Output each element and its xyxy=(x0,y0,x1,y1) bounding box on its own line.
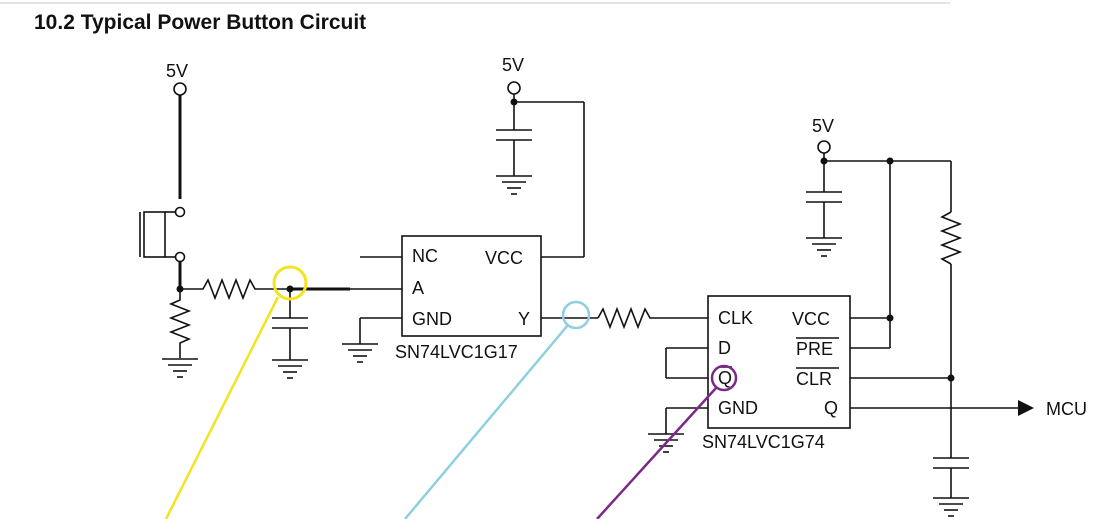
chip2-section: 5V xyxy=(596,116,1087,519)
chip1-pin-y: Y xyxy=(518,309,530,329)
supply-label-left: 5V xyxy=(166,61,188,81)
yellow-pointer-line xyxy=(164,296,280,519)
chip1-part-number: SN74LVC1G17 xyxy=(395,342,518,362)
series-resistor xyxy=(180,277,290,301)
chip1-pin-vcc: VCC xyxy=(485,248,523,268)
supply-label-right: 5V xyxy=(812,116,834,136)
chip1-section: 5V NC A GND VCC Y xyxy=(342,55,708,519)
decoupling-capacitor-right xyxy=(806,191,842,257)
ground-symbol-chip2 xyxy=(648,433,684,453)
clr-pullup-resistor xyxy=(939,211,963,265)
supply-terminal-left xyxy=(173,82,187,96)
ground-symbol-chip1 xyxy=(342,343,378,363)
ground-symbol-pulldown xyxy=(162,358,198,378)
chip2-pin-clr: CLR xyxy=(796,369,832,389)
chip2-pin-q: Q xyxy=(824,398,838,418)
decoupling-capacitor-middle xyxy=(496,129,532,195)
supply-terminal-middle xyxy=(507,81,521,95)
purple-highlight-circle xyxy=(710,364,738,392)
supply-terminal-right xyxy=(817,140,831,154)
push-button-switch xyxy=(139,206,186,263)
ground-symbol-filter xyxy=(272,359,308,379)
chip2-pin-qbar: Q xyxy=(718,368,732,388)
output-arrow-icon xyxy=(1018,400,1034,416)
chip1-pin-gnd: GND xyxy=(412,309,452,329)
purple-pointer-line xyxy=(596,387,717,519)
pulldown-resistor xyxy=(168,289,192,358)
chip2-pin-vcc: VCC xyxy=(792,309,830,329)
yellow-highlight-circle xyxy=(272,265,308,301)
chip2-pin-clk: CLK xyxy=(718,308,753,328)
chip2-body xyxy=(707,295,851,429)
filter-capacitor xyxy=(272,289,308,360)
mcu-label: MCU xyxy=(1046,399,1087,419)
clr-capacitor xyxy=(933,457,969,517)
section-title: 10.2 Typical Power Button Circuit xyxy=(34,11,366,34)
chip2-part-number: SN74LVC1G74 xyxy=(702,432,825,452)
chip1-pin-nc: NC xyxy=(412,246,438,266)
chip2-pin-d: D xyxy=(718,338,731,358)
blue-highlight-circle xyxy=(561,300,591,330)
chip1-body xyxy=(401,235,542,337)
supply-label-middle: 5V xyxy=(502,55,524,75)
chip1-pin-a: A xyxy=(412,278,424,298)
blue-pointer-line xyxy=(404,324,569,519)
chip2-pin-gnd: GND xyxy=(718,398,758,418)
push-button-section: 5V xyxy=(139,61,402,519)
chip1-output-resistor xyxy=(597,306,708,330)
chip2-pin-pre: PRE xyxy=(796,339,833,359)
